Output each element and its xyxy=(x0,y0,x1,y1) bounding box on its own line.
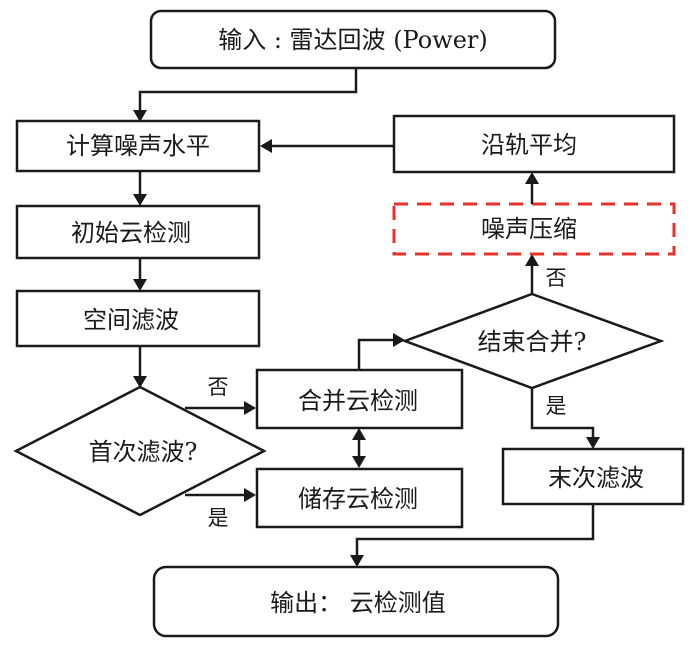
arrowhead xyxy=(525,172,539,184)
first-filter-decision-label: 首次滤波? xyxy=(89,438,198,466)
merge-detection-node xyxy=(255,368,464,430)
arrowhead xyxy=(350,555,364,567)
end-merge-decision-label: 结束合并? xyxy=(478,328,587,356)
merge-detection-label: 合并云检测 xyxy=(298,387,418,415)
initial-detection-label: 初始云检测 xyxy=(71,219,191,247)
spatial-filter-node xyxy=(15,289,261,348)
noise-compression-label: 噪声压缩 xyxy=(481,215,577,243)
arrowhead xyxy=(260,139,272,153)
arrowhead xyxy=(352,428,366,440)
arrowhead xyxy=(133,376,147,388)
arrowhead xyxy=(352,456,366,468)
along-track-average-node xyxy=(392,114,676,174)
edge-label-first-yes: 是 xyxy=(208,506,229,530)
arrowhead xyxy=(393,333,405,347)
final-filter-node xyxy=(501,447,685,506)
edge-final-to-output xyxy=(355,504,595,555)
along-track-average-label: 沿轨平均 xyxy=(481,131,577,159)
noise-level-node xyxy=(15,119,261,173)
arrowhead xyxy=(244,488,256,502)
store-detection-node xyxy=(255,467,464,529)
edge-merge-to-end-decision xyxy=(357,338,395,370)
final-filter-label: 末次滤波 xyxy=(548,464,644,492)
edge-input-to-noise-level xyxy=(138,68,358,112)
edge-label-end-no: 否 xyxy=(546,266,567,290)
edge-label-end-yes: 是 xyxy=(546,394,567,418)
arrowhead xyxy=(244,401,256,415)
output-node xyxy=(152,565,560,638)
arrowhead xyxy=(525,254,539,266)
arrowhead xyxy=(133,279,147,291)
first-filter-decision-node xyxy=(13,385,267,517)
arrowhead xyxy=(133,110,147,122)
arrowhead xyxy=(586,437,600,449)
noise-level-label: 计算噪声水平 xyxy=(66,132,210,160)
arrowhead xyxy=(133,194,147,206)
edge-label-first-no: 否 xyxy=(208,375,229,399)
edge-end-decision-to-final xyxy=(530,388,595,439)
input-node xyxy=(149,9,557,70)
output-node-label: 输出： 云检测值 xyxy=(270,589,446,617)
input-node-label: 输入 : 雷达回波 (Power) xyxy=(218,26,488,54)
initial-detection-node xyxy=(15,204,261,260)
spatial-filter-label: 空间滤波 xyxy=(83,306,179,334)
noise-compression-node xyxy=(392,202,676,256)
store-detection-label: 储存云检测 xyxy=(298,485,418,513)
